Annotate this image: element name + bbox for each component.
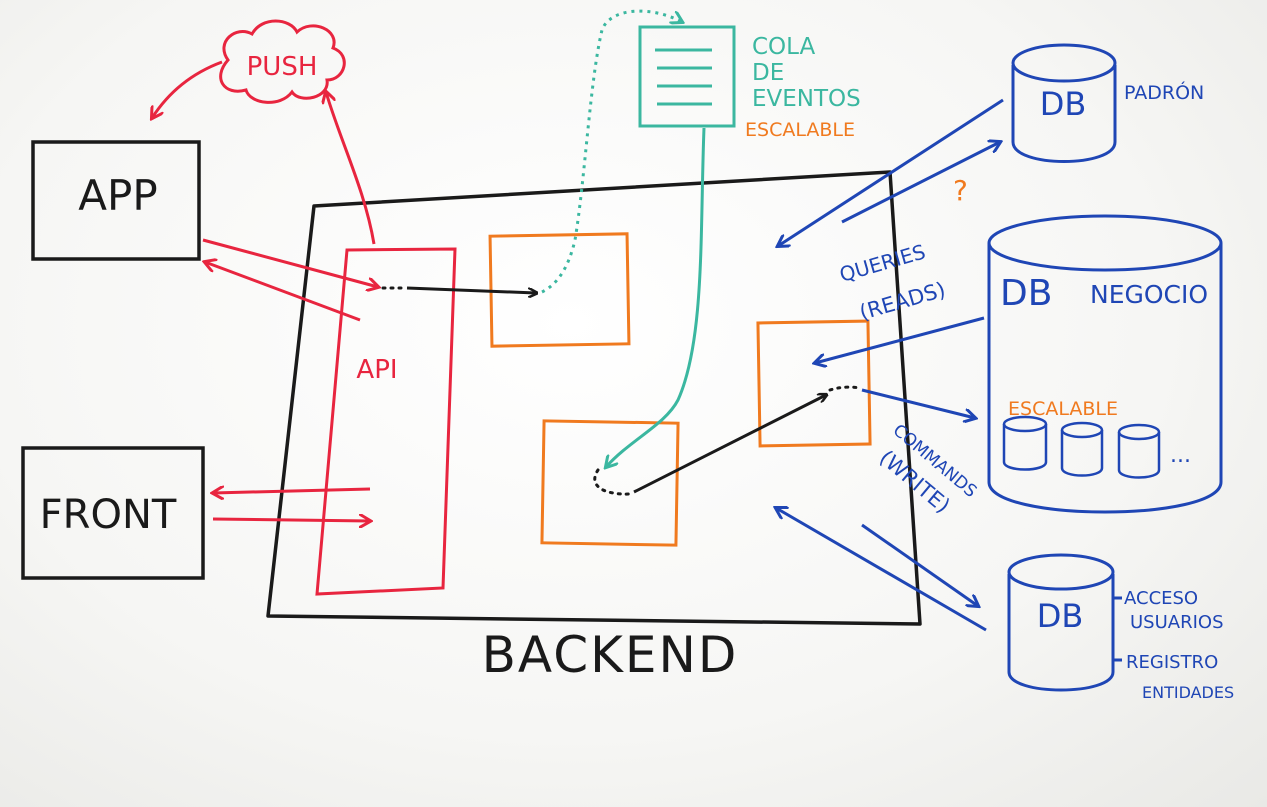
queue-document	[638, 25, 736, 128]
api-to-front-arrow	[213, 489, 371, 493]
queue-to-service-arrow	[606, 127, 706, 467]
queries-label-line1: QUERIES	[837, 239, 928, 286]
negocio-label: NEGOCIO	[1090, 280, 1208, 309]
queries-label-line2: (READS)	[857, 277, 948, 324]
db-acceso-label: DB	[1037, 597, 1084, 635]
db-negocio-label: DB	[1000, 273, 1052, 314]
service-box-top	[488, 232, 631, 348]
api-label: API	[356, 355, 397, 385]
write-dotted-connector	[828, 385, 862, 392]
acceso-label-line2: USUARIOS	[1130, 612, 1224, 633]
app-to-api-arrow	[202, 238, 378, 287]
acceso-label-line1: ACCESO	[1124, 588, 1198, 609]
negocio-read-arrow	[815, 316, 985, 363]
registro-label-line1: REGISTRO	[1126, 652, 1218, 673]
padron-label: PADRÓN	[1124, 80, 1204, 104]
backend-box	[266, 170, 922, 626]
service-to-service-arrow	[633, 395, 826, 494]
db-acceso-cylinder	[1007, 553, 1115, 692]
db-scalable-label: ESCALABLE	[1008, 398, 1118, 420]
padron-to-backend-arrow	[778, 98, 1004, 246]
front-box	[21, 446, 205, 580]
replica-ellipsis: ...	[1170, 443, 1191, 468]
service-dotted-connector	[593, 468, 632, 496]
db-negocio-cylinder	[987, 214, 1223, 514]
queue-label-line1: COLA	[752, 34, 816, 60]
queue-label-line2: DE	[752, 60, 784, 86]
backend-label: BACKEND	[482, 626, 739, 684]
registro-label-line2: ENTIDADES	[1142, 683, 1234, 702]
api-to-app-arrow	[205, 262, 361, 322]
queue-label-line3: EVENTOS	[752, 86, 861, 112]
api-to-push-arrow	[326, 92, 376, 245]
db-padron-label: DB	[1040, 85, 1087, 123]
service-to-queue-arrow	[541, 9, 682, 294]
push-cloud	[219, 19, 346, 104]
app-box	[31, 140, 201, 261]
db-padron-cylinder	[1011, 43, 1117, 163]
backend-to-padron-arrow	[841, 142, 1000, 224]
front-label: FRONT	[40, 492, 177, 538]
acceso-to-backend-arrow	[776, 508, 987, 632]
service-box-bottom	[540, 419, 680, 547]
app-to-push-arrow	[152, 60, 223, 118]
negocio-write-arrow	[861, 388, 975, 418]
question-mark: ?	[953, 174, 968, 207]
api-to-service-arrow	[406, 286, 536, 293]
api-box	[315, 247, 457, 596]
backend-to-acceso-arrow	[861, 523, 978, 606]
service-box-right	[756, 319, 872, 448]
replica-cylinders	[1002, 415, 1161, 479]
front-to-api-arrow	[212, 519, 370, 521]
push-label: PUSH	[247, 52, 318, 82]
queue-lines	[655, 48, 712, 106]
queue-scalable-label: ESCALABLE	[745, 119, 855, 141]
app-label: APP	[78, 171, 157, 220]
